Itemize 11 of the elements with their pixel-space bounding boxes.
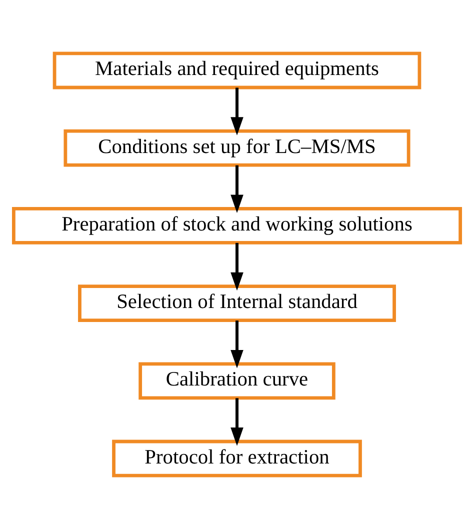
node-box: Selection of Internal standard xyxy=(78,284,396,322)
node-box: Preparation of stock and working solutions xyxy=(12,206,462,244)
arrow xyxy=(230,242,244,290)
arrow xyxy=(230,87,244,135)
node-box: Protocol for extraction xyxy=(112,439,362,477)
node-box: Calibration curve xyxy=(138,362,336,400)
arrow xyxy=(230,398,244,446)
node-box: Conditions set up for LC–MS/MS xyxy=(64,128,410,166)
arrow xyxy=(230,320,244,368)
node-box: Materials and required equipments xyxy=(52,51,422,89)
arrow xyxy=(230,164,244,212)
